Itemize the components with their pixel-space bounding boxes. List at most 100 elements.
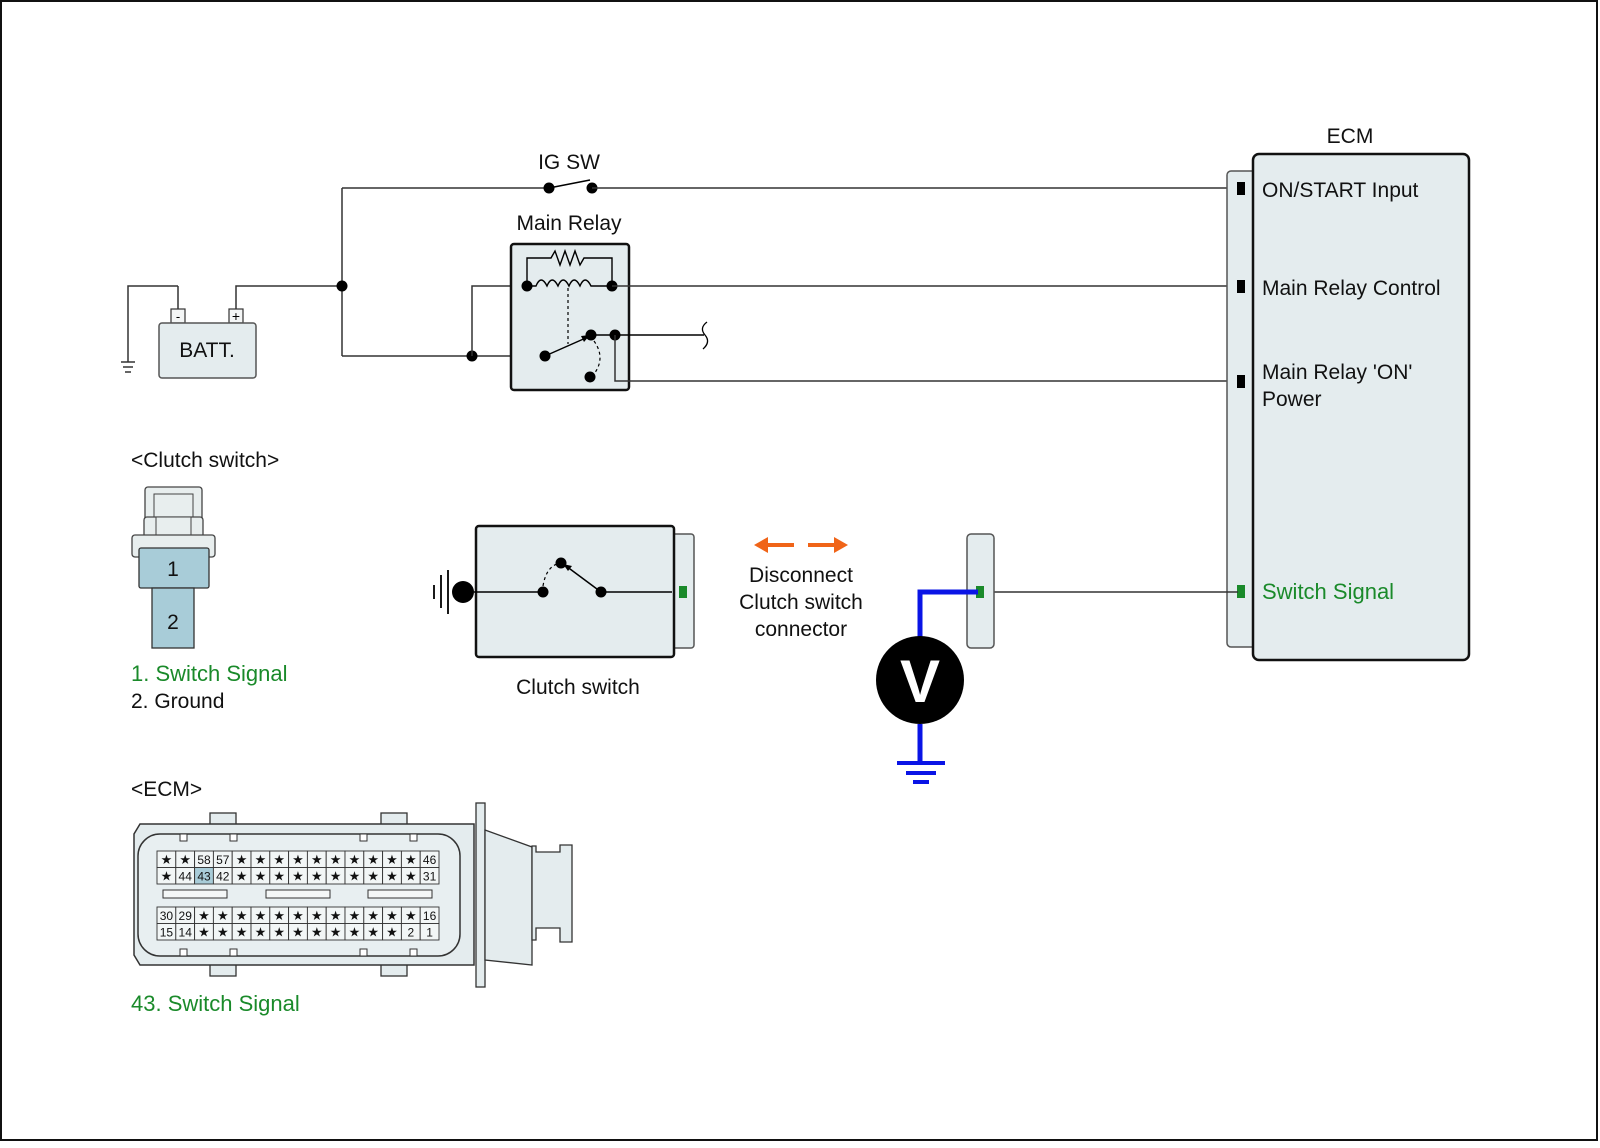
clutch-connector-view: <Clutch switch> 1 2 1. Switch Signal 2. …: [131, 449, 288, 713]
ecm-pin-unused: ★: [255, 925, 267, 940]
ecm-pin-unused: ★: [349, 908, 361, 923]
ecm-terminal-main-relay-on-power-line2: Power: [1262, 388, 1322, 411]
ecm-pin-number: 16: [423, 909, 437, 923]
voltmeter: V: [876, 589, 978, 784]
ecm-pin-unused: ★: [217, 925, 229, 940]
ecm-connector-legend: 43. Switch Signal: [131, 991, 300, 1016]
ecm-pin-unused: ★: [292, 852, 304, 867]
clutch-switch-label: Clutch switch: [516, 676, 640, 699]
ecm-pin-unused: ★: [161, 869, 173, 884]
ecm-terminal-on-start: ON/START Input: [1262, 179, 1419, 202]
ecm-pin-unused: ★: [349, 869, 361, 884]
clutch-switch-component: Clutch switch: [433, 524, 695, 699]
power-circuit: - + BATT. IG SW Main Relay: [121, 151, 1238, 392]
ecm-pin-unused: ★: [405, 869, 417, 884]
ecm-pin-number: 31: [423, 870, 437, 884]
ground-icon: [433, 570, 474, 614]
ecm-pin-unused: ★: [292, 925, 304, 940]
ecm-pin-cell: [419, 867, 440, 885]
voltmeter-symbol: V: [900, 648, 940, 715]
ecm-pin-unused: ★: [330, 925, 342, 940]
ecm-connector-title: <ECM>: [131, 778, 202, 801]
ecm-pin-unused: ★: [217, 908, 229, 923]
ecm-pin-unused: ★: [330, 908, 342, 923]
instruction-line2: Clutch switch: [739, 591, 863, 614]
ecm-pin-unused: ★: [255, 908, 267, 923]
ecm-block: ECM ON/START Input Main Relay Control Ma…: [1226, 125, 1471, 662]
ecm-pin-number: 2: [407, 926, 414, 940]
ecm-pin-unused: ★: [179, 852, 191, 867]
pin-2-label: 2: [167, 611, 179, 634]
ecm-pin-number: 29: [179, 909, 193, 923]
ecm-pin-unused: ★: [311, 925, 323, 940]
voltmeter-icon: [876, 636, 964, 724]
wire-break-icon: [701, 321, 709, 350]
clutch-connector-title: <Clutch switch>: [131, 449, 279, 472]
instruction-line3: connector: [755, 618, 847, 641]
ecm-pin-number: 42: [216, 870, 230, 884]
ecm-pin-unused: ★: [367, 869, 379, 884]
ecm-title: ECM: [1327, 125, 1374, 148]
ecm-pin-unused: ★: [273, 925, 285, 940]
probe-lead: [917, 589, 978, 640]
ecm-pin-unused: ★: [273, 908, 285, 923]
probe-ground-icon: [897, 761, 945, 784]
ecm-pin-unused: ★: [330, 869, 342, 884]
ecm-pin-unused: ★: [273, 869, 285, 884]
ig-switch: IG SW: [538, 151, 600, 194]
ecm-pin-number: 14: [179, 926, 193, 940]
ecm-terminal-switch-signal: Switch Signal: [1262, 579, 1394, 604]
ecm-pin-number: 1: [426, 926, 433, 940]
ecm-pin-unused: ★: [330, 852, 342, 867]
pin-2: [151, 587, 195, 649]
main-relay-label: Main Relay: [516, 212, 622, 235]
ecm-pin-unused: ★: [236, 869, 248, 884]
pin-1-label: 1: [167, 558, 179, 581]
ecm-pin-unused: ★: [311, 908, 323, 923]
ecm-pin-unused: ★: [236, 852, 248, 867]
instruction-line1: Disconnect: [749, 564, 853, 587]
terminal-pin-highlight: [1237, 585, 1245, 598]
ecm-terminal-main-relay-control: Main Relay Control: [1262, 277, 1441, 300]
battery-ground-icon: [121, 285, 178, 373]
battery-positive-terminal: +: [232, 308, 240, 324]
terminal-pin: [1237, 375, 1245, 388]
ecm-pin-number: 46: [423, 853, 437, 867]
ecm-pin-number: 15: [160, 926, 174, 940]
ecm-pin-unused: ★: [311, 869, 323, 884]
ecm-pin-unused: ★: [405, 908, 417, 923]
ecm-pin-cell: [419, 923, 440, 941]
ecm-pin-unused: ★: [273, 852, 285, 867]
ecm-pin-unused: ★: [386, 869, 398, 884]
disconnect-instruction: Disconnect Clutch switch connector: [739, 537, 863, 641]
terminal-pin: [1237, 182, 1245, 195]
ecm-pin-unused: ★: [198, 908, 210, 923]
battery: - + BATT.: [158, 308, 257, 379]
ecm-pin-number: 43: [197, 870, 211, 884]
ecm-pin-unused: ★: [236, 908, 248, 923]
ecm-pin-unused: ★: [311, 852, 323, 867]
ecm-pin-unused: ★: [292, 869, 304, 884]
clutch-legend-2: 2. Ground: [131, 690, 224, 713]
junction-dot: [336, 280, 348, 292]
ecm-pin-unused: ★: [367, 852, 379, 867]
ecm-pin-number: 30: [160, 909, 174, 923]
ecm-pin-unused: ★: [198, 925, 210, 940]
ecm-pin-unused: ★: [292, 908, 304, 923]
ecm-pin-unused: ★: [386, 925, 398, 940]
ecm-pin-unused: ★: [236, 925, 248, 940]
terminal-pin-highlight: [976, 586, 984, 598]
ecm-pin-number: 57: [216, 853, 230, 867]
disconnect-arrows-icon: [754, 537, 848, 553]
main-relay: Main Relay: [509, 212, 631, 392]
ecm-pin-unused: ★: [255, 869, 267, 884]
ecm-pin-number: 44: [179, 870, 193, 884]
terminal-pin-highlight: [679, 586, 687, 598]
ecm-pin-unused: ★: [386, 852, 398, 867]
terminal-pin: [1237, 280, 1245, 293]
ecm-pin-unused: ★: [255, 852, 267, 867]
